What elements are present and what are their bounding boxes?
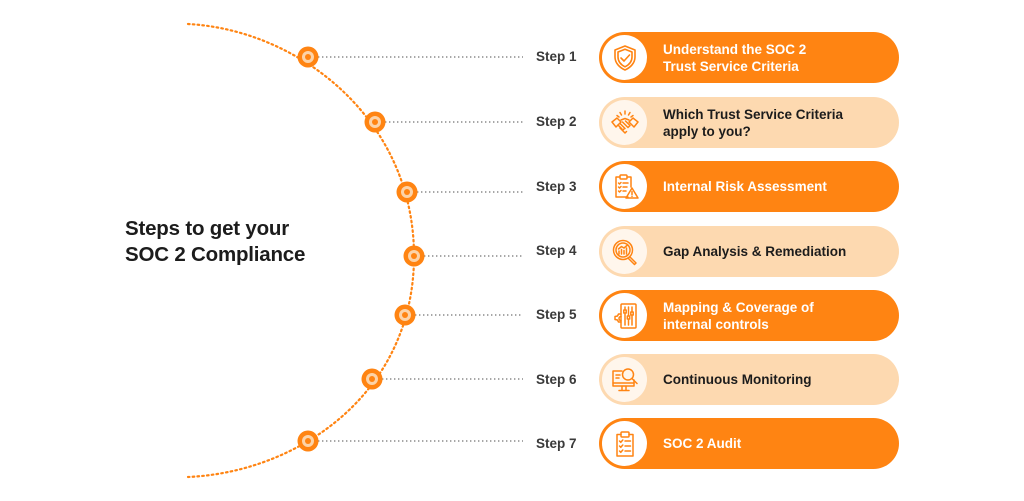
step-title-line-1: SOC 2 Audit [663, 436, 742, 451]
shield-check-icon [602, 35, 647, 80]
step-title-line-1: Gap Analysis & Remediation [663, 244, 847, 259]
handshake-icon [602, 100, 647, 145]
timeline-nodes [297, 46, 425, 452]
step-card-6: Continuous Monitoring [599, 354, 899, 405]
title-line-1: Steps to get your [125, 217, 290, 240]
diagram-title: Steps to get your SOC 2 Compliance [125, 216, 305, 268]
step-card-3: Internal Risk Assessment [599, 161, 899, 212]
step-card-5: Mapping & Coverage of internal controls [599, 290, 899, 341]
step-label-4: Step 4 [536, 243, 577, 258]
step-title-line-2: internal controls [663, 316, 769, 332]
step-card-text-4: Gap Analysis & Remediation [663, 226, 888, 277]
step-title-line-2: apply to you? [663, 123, 751, 139]
step-label-5: Step 5 [536, 307, 577, 322]
clipboard-warning-icon [602, 164, 647, 209]
step-title-line-1: Internal Risk Assessment [663, 179, 827, 194]
step-card-2: Which Trust Service Criteria apply to yo… [599, 97, 899, 148]
step-card-text-1: Understand the SOC 2 Trust Service Crite… [663, 32, 888, 83]
monitor-search-icon [602, 357, 647, 402]
step-card-text-6: Continuous Monitoring [663, 354, 888, 405]
step-title-line-1: Which Trust Service Criteria [663, 106, 844, 122]
step-card-4: Gap Analysis & Remediation [599, 226, 899, 277]
step-label-6: Step 6 [536, 372, 577, 387]
clipboard-checklist-icon [602, 421, 647, 466]
step-label-3: Step 3 [536, 179, 577, 194]
step-card-1: Understand the SOC 2 Trust Service Crite… [599, 32, 899, 83]
step-card-text-3: Internal Risk Assessment [663, 161, 888, 212]
magnifier-chart-icon [602, 229, 647, 274]
title-line-2: SOC 2 Compliance [125, 243, 306, 266]
step-label-2: Step 2 [536, 114, 577, 129]
step-card-text-2: Which Trust Service Criteria apply to yo… [663, 97, 888, 148]
gear-sliders-icon [602, 293, 647, 338]
step-card-text-7: SOC 2 Audit [663, 418, 888, 469]
step-title-line-1: Continuous Monitoring [663, 372, 812, 387]
step-card-text-5: Mapping & Coverage of internal controls [663, 290, 888, 341]
step-title-line-2: Trust Service Criteria [663, 58, 799, 74]
step-card-7: SOC 2 Audit [599, 418, 899, 469]
step-label-7: Step 7 [536, 436, 577, 451]
step-title-line-1: Mapping & Coverage of [663, 299, 814, 315]
step-label-1: Step 1 [536, 49, 577, 64]
step-title-line-1: Understand the SOC 2 [663, 41, 807, 57]
